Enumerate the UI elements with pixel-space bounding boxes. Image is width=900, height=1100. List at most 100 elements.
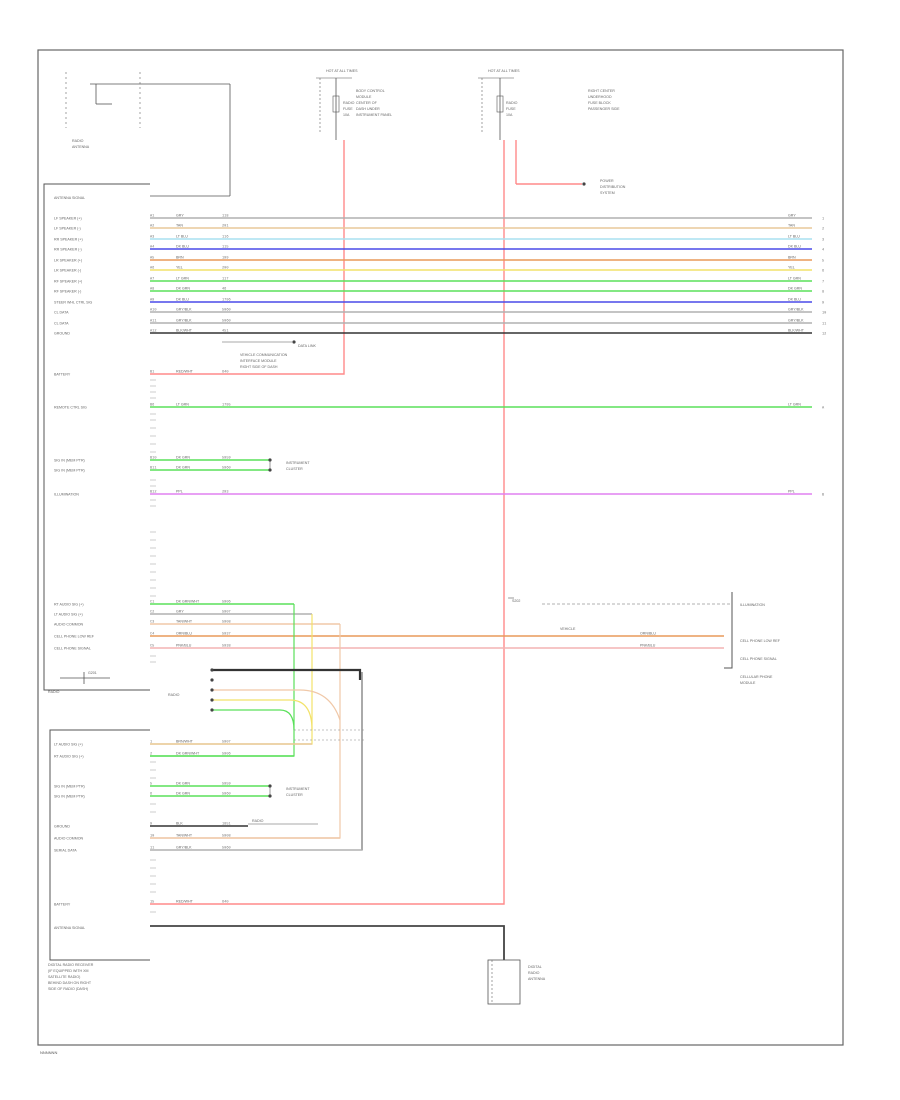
diagram-frame (37, 49, 844, 1046)
right-pin-8: 8 (822, 291, 824, 295)
top-circuit-10: 5060 (222, 309, 231, 313)
low-circuit-2: 5907 (222, 611, 231, 615)
antenna-top-label-1: RADIO (72, 139, 84, 143)
top-color-10: GRY/BLK (176, 308, 192, 312)
mid-right-color-2: LT GRN (788, 403, 801, 407)
top-pin-2: A2 (150, 225, 154, 229)
fuse-left-desc-4: DASH UNDER (356, 107, 380, 111)
cell-signal-label: CELL PHONE SIGNAL (740, 657, 777, 661)
dig-name-5: GROUND (54, 825, 70, 829)
fuse-left-line-1: RADIO (343, 101, 355, 105)
dig-name-4: SIG IN (MEM PTR) (54, 795, 85, 799)
cell-illum-label: ILLUMINATION (740, 603, 765, 607)
cell-splice: S202 (512, 599, 520, 603)
top-pin-9: A9 (150, 299, 154, 303)
fuse-left-line-2: FUSE (343, 107, 353, 111)
bcm-note-3: RIGHT SIDE OF DASH (240, 365, 278, 369)
mid-color-3: DK GRN (176, 456, 190, 460)
radio-desc-1: DIGITAL RADIO RECEIVER (48, 963, 94, 967)
digital-radio-outline (49, 729, 150, 961)
bcm-note-2: INTERFACE MODULE (240, 359, 277, 363)
right-pin-14: B (822, 494, 825, 498)
digital-radio-desc: DIGITAL RADIO RECEIVER (IF EQUIPPED WITH… (48, 963, 94, 991)
top-color-11: GRY/BLK (176, 319, 192, 323)
low-color-1: DK GRN/WHT (176, 600, 200, 604)
top-circuit-12: 451 (222, 330, 228, 334)
top-pin-7: A7 (150, 278, 154, 282)
top-right-color-12: BLK/WHT (788, 329, 805, 333)
dig-circuit-7: 5060 (222, 847, 231, 851)
top-color-4: DK BLU (176, 245, 189, 249)
top-right-color-3: LT BLU (788, 235, 800, 239)
dig-name-8: BATTERY (54, 903, 71, 907)
top-circuit-11: 5060 (222, 320, 231, 324)
low-color-2: GRY (176, 610, 184, 614)
dig-radio-module: RADIO (252, 819, 264, 823)
top-name-10: CL DATA (54, 311, 69, 315)
radio-desc-2: (IF EQUIPPED WITH XM (48, 969, 89, 973)
dig-pin-2: 2 (150, 753, 152, 757)
mid-pin-4: B11 (150, 467, 156, 471)
top-pin-12: A12 (150, 330, 156, 334)
top-circuit-6: 200 (222, 267, 228, 271)
top-pin-10: A10 (150, 309, 156, 313)
dig-color-6: TAN/WHT (176, 834, 193, 838)
mid-name-5: ILLUMINATION (54, 493, 79, 497)
dig-color-4: DK GRN (176, 792, 190, 796)
top-name-1: LF SPEAKER (+) (54, 217, 82, 221)
mid-circuit-3: 5959 (222, 457, 231, 461)
top-right-color-5: BRN (788, 256, 796, 260)
fuse-left: HOT AT ALL TIMES RADIO FUSE 10A BODY CON… (316, 69, 392, 140)
top-color-1: GRY (176, 214, 184, 218)
dig-color-1: BRN/WHT (176, 740, 194, 744)
dig-circuit-8: 640 (222, 901, 228, 905)
fuse-right: HOT AT ALL TIMES RADIO FUSE 10A RIGHT CE… (478, 69, 620, 140)
antenna-top-label-2: ANTENNA (72, 145, 90, 149)
radio-desc-5: SIDE OF RADIO (DASH) (48, 987, 88, 991)
radio-desc-4: BEHIND DASH ON RIGHT (48, 981, 92, 985)
power-dist-3: SYSTEM (600, 191, 615, 195)
right-pin-10: 10 (822, 312, 826, 316)
top-name-5: LR SPEAKER (+) (54, 259, 82, 263)
cell-note: VEHICLE (560, 627, 576, 631)
dig-circuit-6: 5908 (222, 835, 231, 839)
dig-color-8: RED/WHT (176, 900, 194, 904)
low-pin-3: C3 (150, 621, 154, 625)
dig-name-3: SIG IN (MEM PTR) (54, 785, 85, 789)
top-right-color-4: DK BLU (788, 245, 801, 249)
low-color-5: PNK/BLU (176, 644, 192, 648)
top-pin-3: A3 (150, 236, 154, 240)
top-right-color-1: GRY (788, 214, 796, 218)
right-pin-12: 12 (822, 333, 826, 337)
low-right-color-4: ORN/BLU (640, 632, 656, 636)
fuse-left-desc-5: INSTRUMENT PANEL (356, 113, 392, 117)
cell-low-ref-label: CELL PHONE LOW REF (740, 639, 781, 643)
radio-module-label: RADIO (48, 690, 60, 694)
low-circuit-4: 5937 (222, 633, 231, 637)
dig-circuit-4: 5960 (222, 793, 231, 797)
top-color-7: LT GRN (176, 277, 189, 281)
digital-radio-antenna: DIGITAL RADIO ANTENNA (150, 925, 546, 1005)
radio-desc-3: SATELLITE RADIO) (48, 975, 80, 979)
mid-name-4: SIG IN (MEM PTR) (54, 469, 85, 473)
inst-cluster-1: INSTRUMENT (286, 461, 310, 465)
data-link-1: DATA LINK (298, 344, 316, 348)
radio-module-outline (43, 183, 150, 691)
top-color-8: DK GRN (176, 287, 190, 291)
dig-pin-7: 11 (150, 847, 154, 851)
mid-name-3: SIG IN (MEM PTR) (54, 459, 85, 463)
fuse-right-desc-1: RIGHT CENTER (588, 89, 615, 93)
low-name-5: CELL PHONE SIGNAL (54, 647, 91, 651)
low-name-3: AUDIO COMMON (54, 623, 84, 627)
right-pin-5: 5 (822, 260, 824, 264)
fuse-left-title: HOT AT ALL TIMES (326, 69, 358, 73)
top-pin-5: A5 (150, 257, 154, 261)
dig-pin-8: 15 (150, 901, 154, 905)
fuse-right-desc-3: FUSE BLOCK (588, 101, 611, 105)
mid-name-1: BATTERY (54, 373, 71, 377)
fuse-right-line-2: FUSE (506, 107, 516, 111)
dig-color-5: BLK (176, 822, 183, 826)
